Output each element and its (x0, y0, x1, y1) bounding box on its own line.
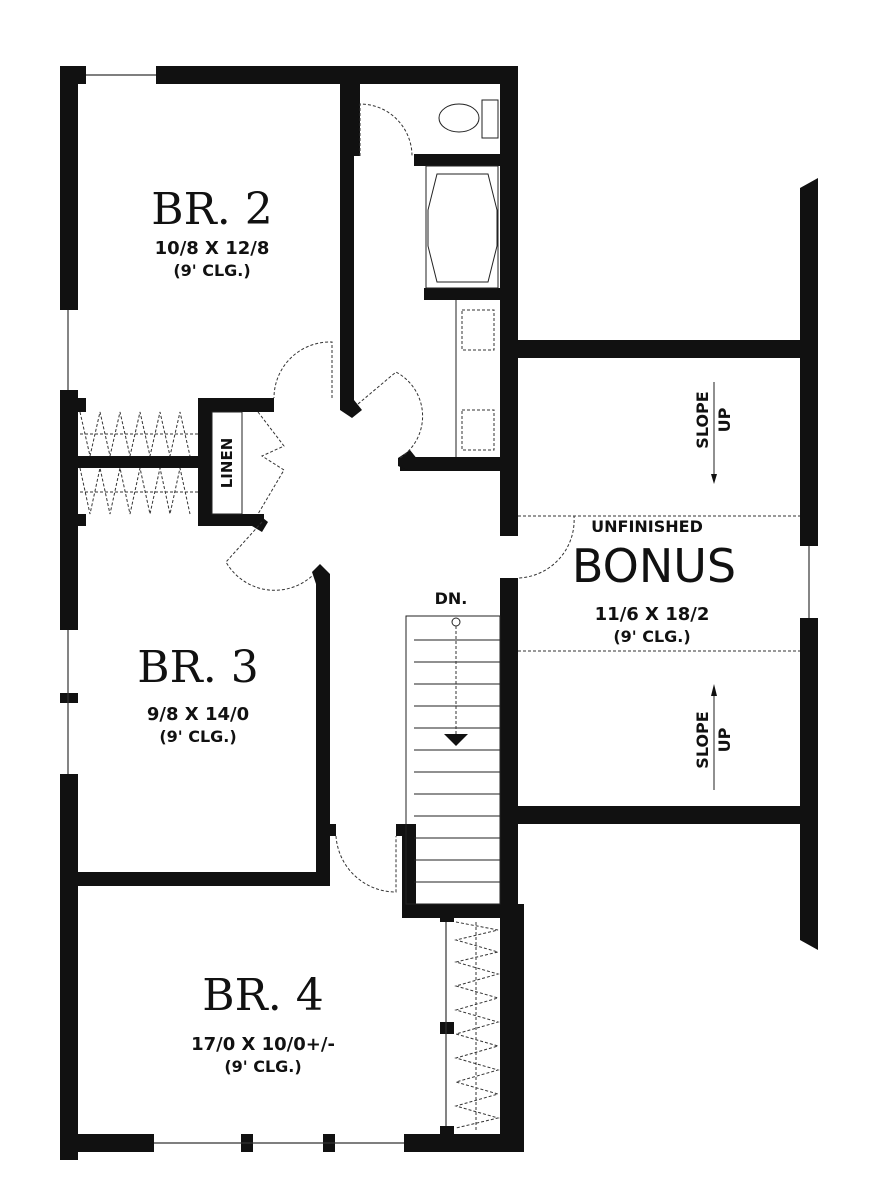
door-br4-swing[interactable] (335, 835, 397, 893)
room-br3-ceiling: (9' CLG.) (159, 727, 236, 746)
wall-left-3 (60, 693, 78, 703)
wall-linen-bottom (198, 514, 264, 526)
stairs (405, 615, 501, 905)
walls (60, 66, 818, 1160)
wall-bonus-bottom (518, 806, 818, 824)
room-br2-ceiling: (9' CLG.) (173, 261, 250, 280)
slope-1-line2: UP (715, 407, 734, 432)
wall-bath-left (340, 84, 354, 404)
wall-angled-2 (398, 450, 418, 471)
wall-br4-closet-stub-3 (440, 1126, 454, 1136)
wall-angled-3 (252, 514, 268, 532)
bonus-ceiling: (9' CLG.) (613, 627, 690, 646)
closet-linen-box (211, 411, 243, 515)
wall-top (156, 66, 518, 84)
wall-left-1 (60, 66, 78, 310)
bathroom-fixtures (425, 99, 499, 457)
wall-br3-bottom (60, 872, 330, 886)
closet-2-hangers (79, 467, 198, 515)
wall-linen-top (198, 398, 274, 412)
wall-bottom-2 (404, 1134, 524, 1152)
stair-outline (405, 615, 501, 905)
wall-stair-right (500, 578, 518, 918)
wall-bonus-top (518, 340, 818, 358)
sink-2-icon (461, 409, 495, 451)
tub-basin-icon (427, 173, 498, 283)
toilet-tank-icon (481, 99, 499, 139)
wall-right-mid (800, 618, 818, 824)
toilet-bowl-icon (438, 103, 480, 133)
room-br3-size: 9/8 X 14/0 (147, 704, 249, 725)
room-br4-ceiling: (9' CLG.) (224, 1057, 301, 1076)
wall-stair-bottom (402, 904, 524, 918)
slope-1-line1: SLOPE (693, 391, 712, 448)
door-bonus-swing[interactable] (517, 515, 575, 579)
wall-br4-closet-stub-1 (440, 916, 454, 922)
linen-label: LINEN (218, 438, 236, 489)
bonus-prefix: UNFINISHED (591, 517, 703, 536)
wall-right-lower (800, 820, 818, 950)
sink-1-icon (461, 309, 495, 351)
door-br3-swing[interactable] (225, 521, 313, 591)
wall-right-upper (800, 178, 818, 546)
wall-bottom-1 (60, 1134, 154, 1152)
wall-linen-left (198, 398, 212, 526)
wall-left-4 (60, 774, 78, 1160)
closet-br4-hangers (454, 921, 500, 1132)
wall-vanity-bottom (400, 457, 518, 471)
closet-1-hangers (79, 411, 198, 457)
tub-outline (425, 165, 499, 289)
stair-down-arrow-icon (444, 734, 468, 746)
wall-bath-left-stub (354, 84, 360, 156)
closets (79, 411, 500, 1132)
room-br4-name: BR. 4 (202, 970, 323, 1021)
bonus-name: BONUS (572, 539, 736, 593)
bonus-size: 11/6 X 18/2 (595, 604, 710, 625)
labels: BR. 2 10/8 X 12/8 (9' CLG.) BR. 3 9/8 X … (137, 184, 736, 1076)
wall-closet-mid (78, 456, 204, 468)
door-linen-bifold[interactable] (257, 411, 285, 515)
wall-stair-left (402, 824, 416, 916)
wall-tub-bottom (424, 288, 500, 300)
door-bath-swing[interactable] (359, 103, 413, 157)
wall-left-2 (60, 390, 78, 630)
slope-arrow-up-head (711, 684, 717, 696)
wall-br4-closet-right (500, 904, 524, 1152)
slope-arrows (711, 382, 717, 790)
slope-arrow-down-head (711, 474, 717, 484)
wall-bath-right (500, 66, 518, 536)
wall-br4-closet-stub-2 (440, 1022, 454, 1034)
slope-2-line2: UP (715, 727, 734, 752)
door-bath-hall-swing[interactable] (357, 371, 424, 459)
wall-wc-divider (414, 154, 500, 166)
room-br2-size: 10/8 X 12/8 (155, 238, 270, 259)
wall-angled-1 (340, 400, 362, 418)
slope-2-line1: SLOPE (693, 711, 712, 768)
wall-br3-right (316, 578, 330, 872)
door-br2-swing[interactable] (273, 341, 333, 399)
wall-br2-bottom (60, 398, 86, 412)
room-br4-size: 17/0 X 10/0+/- (191, 1034, 335, 1055)
wall-br3-door-stub (316, 824, 336, 836)
stair-start-icon (451, 617, 461, 627)
wall-closet-bottom (60, 514, 86, 526)
doors (225, 103, 575, 893)
room-br2-name: BR. 2 (151, 184, 272, 235)
room-br3-name: BR. 3 (137, 642, 258, 693)
stair-label: DN. (435, 589, 468, 608)
